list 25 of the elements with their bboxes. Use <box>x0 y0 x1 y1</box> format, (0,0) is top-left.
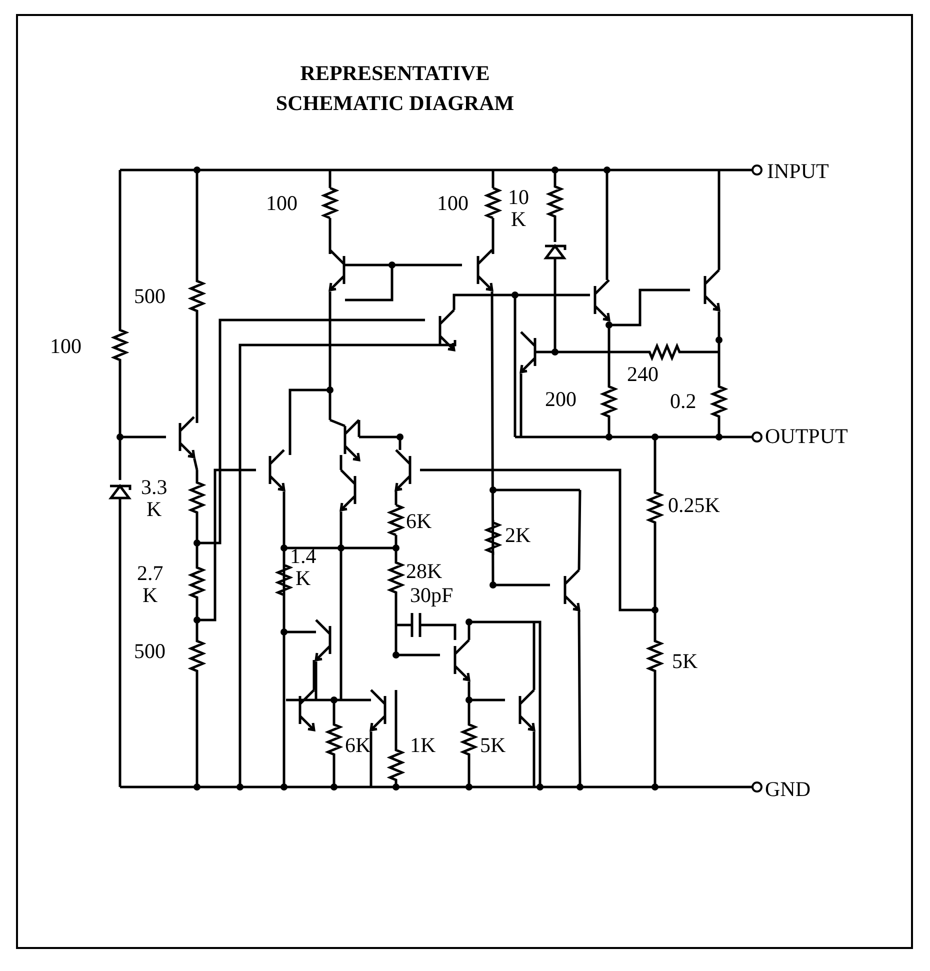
component-value: 0.2 <box>670 390 696 412</box>
component-value: 0.25K <box>668 494 720 516</box>
terminal-label: OUTPUT <box>765 425 848 447</box>
component-value: 5K <box>480 734 506 756</box>
component-value: 100 <box>437 192 468 214</box>
component-value: 500 <box>134 640 166 662</box>
component-value: 6K <box>345 734 371 756</box>
terminal-label: GND <box>765 778 810 800</box>
component-value: 3.3 K <box>141 476 168 520</box>
component-value: 100 <box>50 335 82 357</box>
component-value: 5K <box>672 650 698 672</box>
component-value: 200 <box>545 388 576 410</box>
component-value: 1.4 K <box>290 545 316 589</box>
component-value: 1K <box>410 734 436 756</box>
component-value: 28K <box>406 560 442 582</box>
component-value: 500 <box>134 285 166 307</box>
component-value: 10 K <box>508 186 529 230</box>
component-value: 2.7 K <box>137 562 164 606</box>
component-value: 6K <box>406 510 432 532</box>
component-value: 2K <box>505 524 531 546</box>
component-value: 30pF <box>410 584 454 606</box>
component-value: 100 <box>266 192 298 214</box>
terminal-label: INPUT <box>767 160 829 182</box>
diagram-title: REPRESENTATIVE SCHEMATIC DIAGRAM <box>274 60 516 117</box>
component-value: 240 <box>627 363 658 385</box>
